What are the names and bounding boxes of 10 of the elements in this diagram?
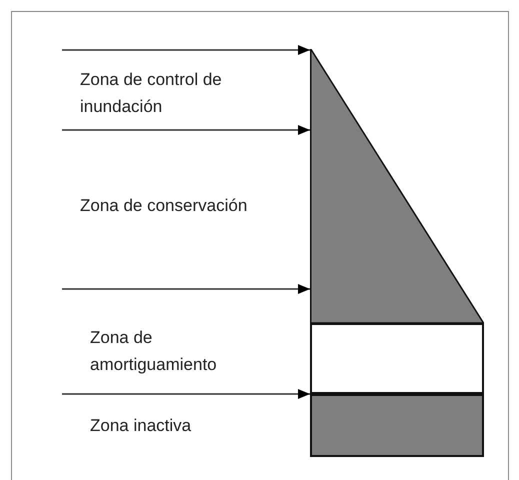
arrow: [62, 284, 310, 294]
arrow: [62, 389, 310, 399]
zone-label: Zona de control de inundación: [80, 69, 223, 118]
zone-label: Zona de amortiguamiento: [90, 327, 218, 376]
inactive-zone-box: [310, 394, 484, 457]
buffer-zone-box: [310, 323, 484, 394]
zone-label: Zona de conservación: [80, 195, 248, 217]
arrow: [62, 45, 310, 55]
arrow: [62, 125, 310, 135]
zone-label: Zona inactiva: [90, 415, 192, 437]
